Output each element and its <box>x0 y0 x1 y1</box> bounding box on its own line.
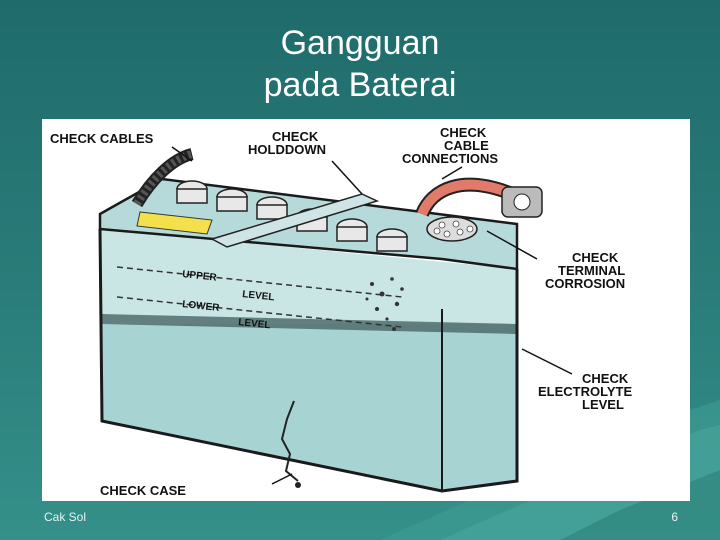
title-line-2: pada Baterai <box>263 66 457 104</box>
label-electrolyte-1: CHECK <box>582 371 629 386</box>
label-terminal-corrosion-2: TERMINAL <box>558 263 625 278</box>
label-lower: LOWER <box>182 299 221 314</box>
label-check-cable-conn-2: CABLE <box>444 138 489 153</box>
label-check-cable-conn-1: CHECK <box>440 125 487 140</box>
title-line-1: Gangguan <box>280 24 440 62</box>
label-check-cables: CHECK CABLES <box>50 131 154 146</box>
label-upper: UPPER <box>182 269 218 284</box>
label-check-case: CHECK CASE <box>100 483 186 498</box>
label-check-holddown-1: CHECK <box>272 129 319 144</box>
label-terminal-corrosion-3: CORROSION <box>545 276 625 291</box>
page-number: 6 <box>671 510 678 524</box>
label-electrolyte-2: ELECTROLYTE <box>538 384 632 399</box>
terminal-post <box>426 216 478 242</box>
label-terminal-corrosion-1: CHECK <box>572 250 619 265</box>
label-check-cable-conn-3: CONNECTIONS <box>402 151 498 166</box>
footer-author: Cak Sol <box>44 510 87 524</box>
label-level-upper: LEVEL <box>242 289 275 303</box>
holddown-bar <box>210 193 380 248</box>
battery-diagram: CHECK CABLES CHECK HOLDDOWN CHECK CABLE … <box>42 119 690 501</box>
slide-title: Gangguan pada Baterai <box>0 22 720 106</box>
label-check-holddown-2: HOLDDOWN <box>248 142 326 157</box>
label-level-lower: LEVEL <box>238 317 271 331</box>
terminal-clamp <box>501 186 543 218</box>
label-electrolyte-3: LEVEL <box>582 397 624 412</box>
